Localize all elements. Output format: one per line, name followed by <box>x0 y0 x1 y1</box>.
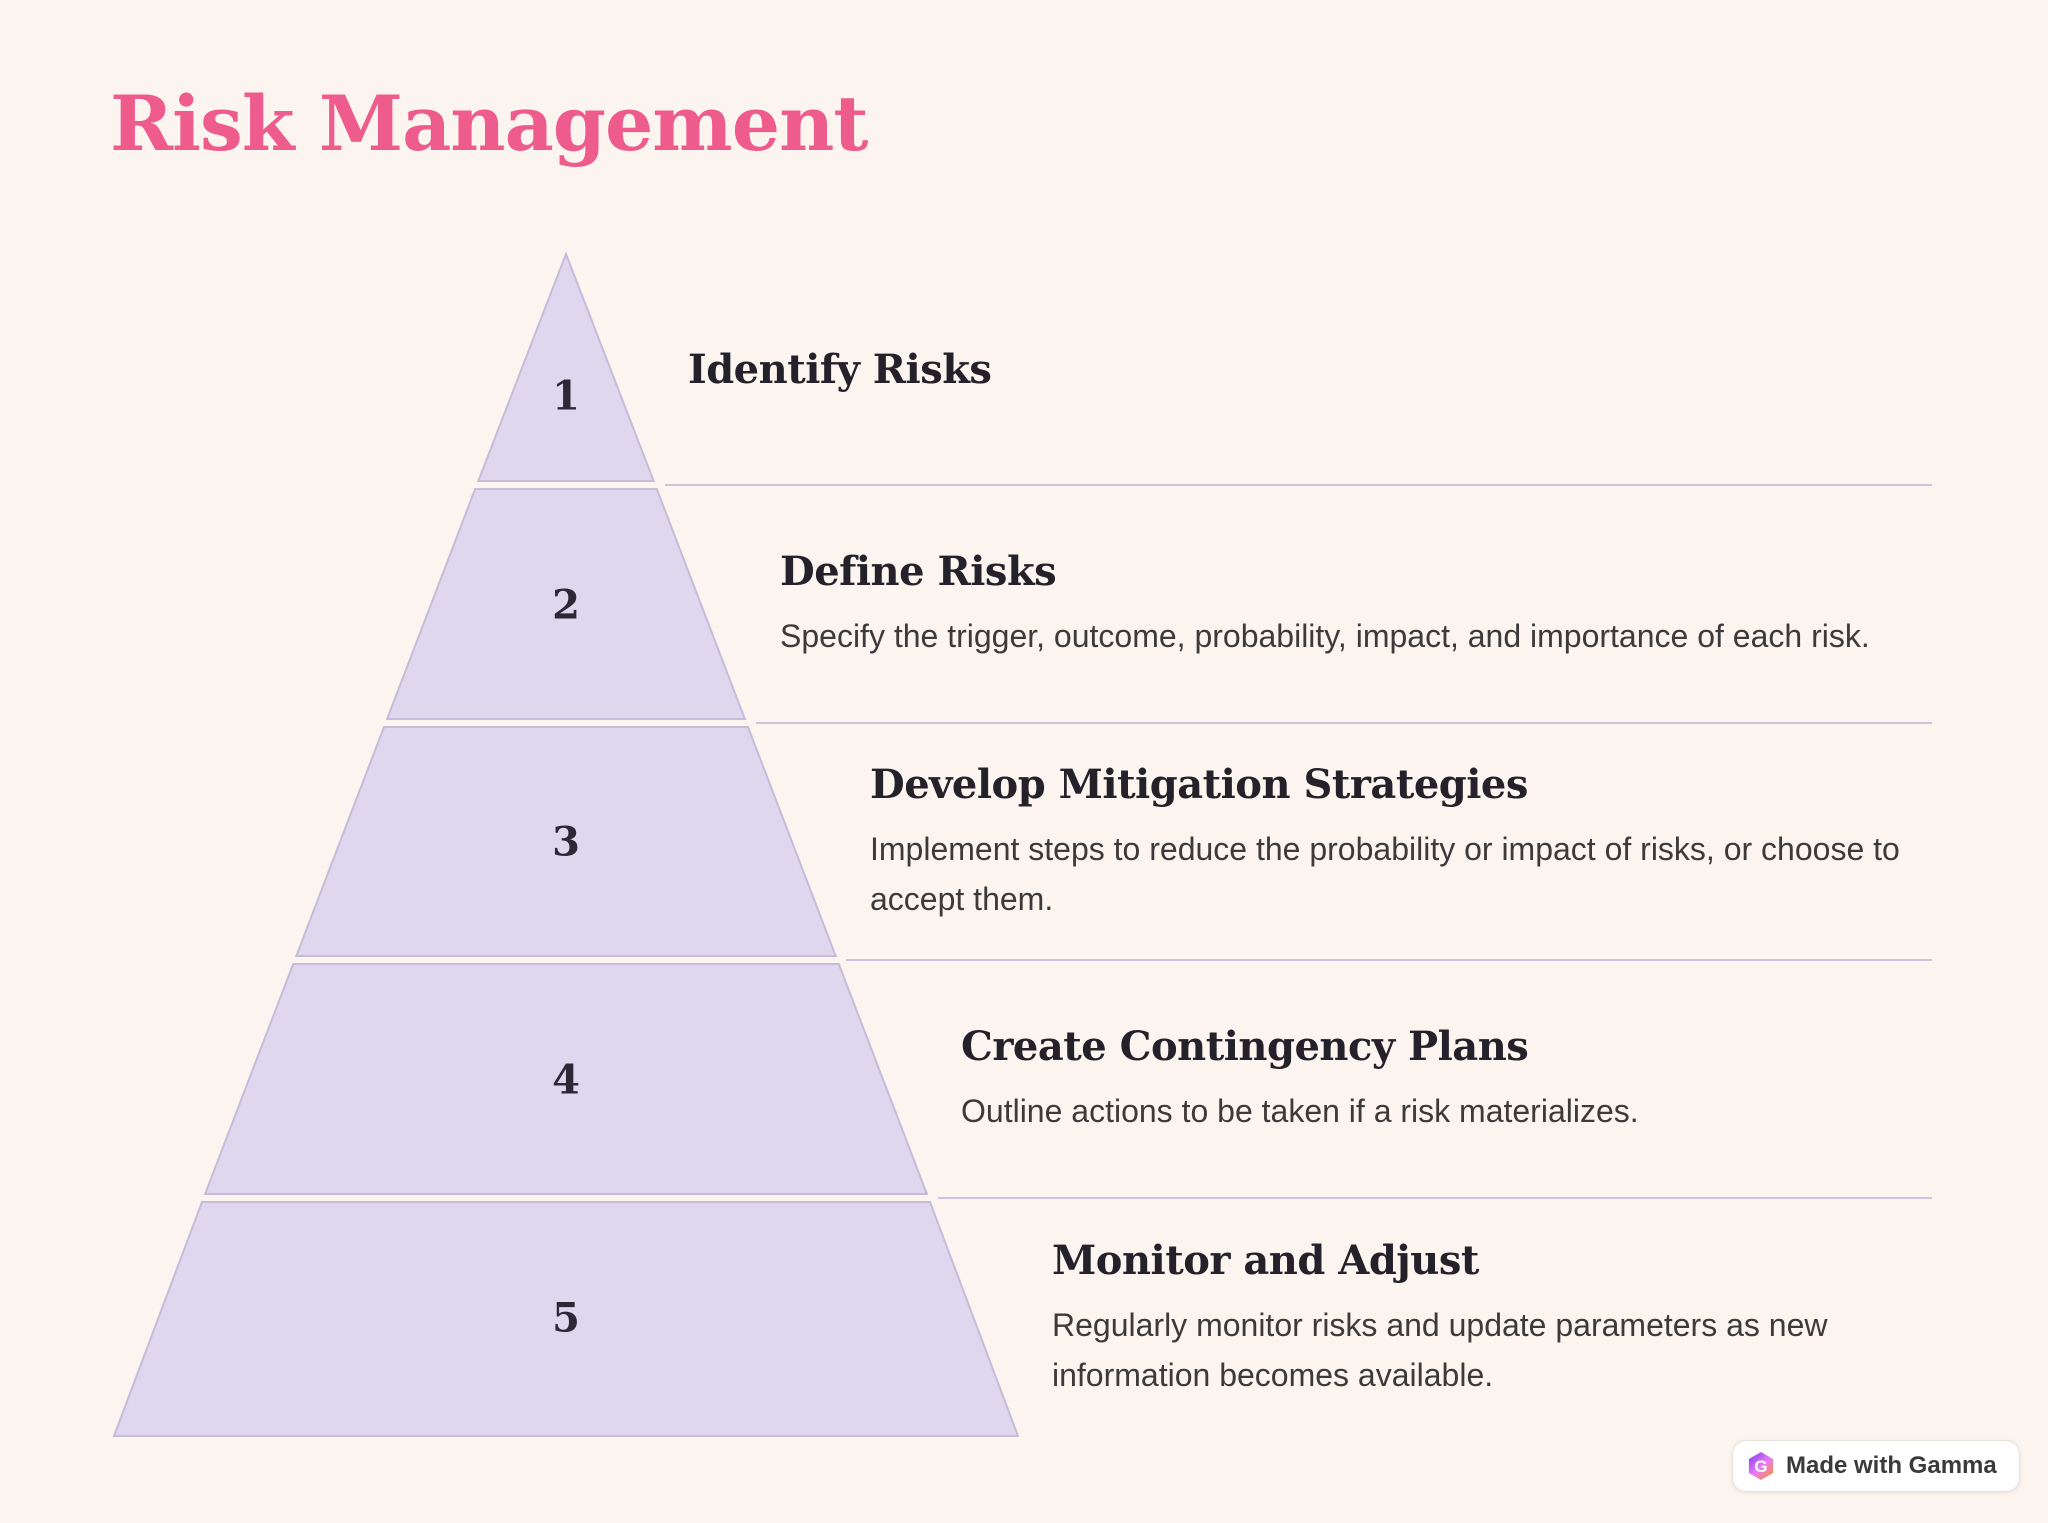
pyramid-segment-1 <box>476 252 656 482</box>
level-row-5: Monitor and Adjust Regularly monitor ris… <box>1052 1199 1937 1438</box>
level-heading-3: Develop Mitigation Strategies <box>870 760 1528 808</box>
pyramid-segment-5 <box>112 1201 1020 1437</box>
level-row-1: Identify Risks <box>688 253 1888 486</box>
gamma-logo-icon: G <box>1748 1452 1774 1480</box>
divider-line-4 <box>938 1197 1932 1199</box>
level-heading-4: Create Contingency Plans <box>961 1023 1529 1071</box>
page-title: Risk Management <box>110 79 868 168</box>
level-body-2: Specify the trigger, outcome, probabilit… <box>780 618 1870 655</box>
gamma-badge-label: Made with Gamma <box>1786 1452 1997 1479</box>
level-number-2: 2 <box>552 581 580 629</box>
pyramid-segment-4 <box>203 963 929 1195</box>
level-heading-5: Monitor and Adjust <box>1052 1236 1479 1284</box>
level-number-3: 3 <box>552 818 580 866</box>
level-heading-1: Identify Risks <box>688 345 992 393</box>
level-row-4: Create Contingency Plans Outline actions… <box>961 961 1936 1199</box>
svg-text:G: G <box>1754 1457 1767 1476</box>
divider-line-3 <box>846 959 1932 961</box>
pyramid-segment-2 <box>385 488 747 720</box>
level-number-4: 4 <box>552 1056 580 1104</box>
level-body-5: Regularly monitor risks and update param… <box>1052 1306 1828 1393</box>
made-with-gamma-badge[interactable]: G Made with Gamma <box>1732 1440 2020 1492</box>
level-row-2: Define Risks Specify the trigger, outcom… <box>780 486 1935 724</box>
divider-line-1 <box>665 484 1932 486</box>
pyramid-segment-3 <box>294 726 838 957</box>
level-row-3: Develop Mitigation Strategies Implement … <box>870 724 1940 961</box>
divider-line-2 <box>756 722 1932 724</box>
level-heading-2: Define Risks <box>780 548 1057 596</box>
pyramid-diagram <box>112 252 1020 1437</box>
level-body-3: Implement steps to reduce the probabilit… <box>870 830 1900 917</box>
level-body-4: Outline actions to be taken if a risk ma… <box>961 1093 1639 1130</box>
level-number-5: 5 <box>552 1294 580 1342</box>
level-number-1: 1 <box>552 372 580 420</box>
